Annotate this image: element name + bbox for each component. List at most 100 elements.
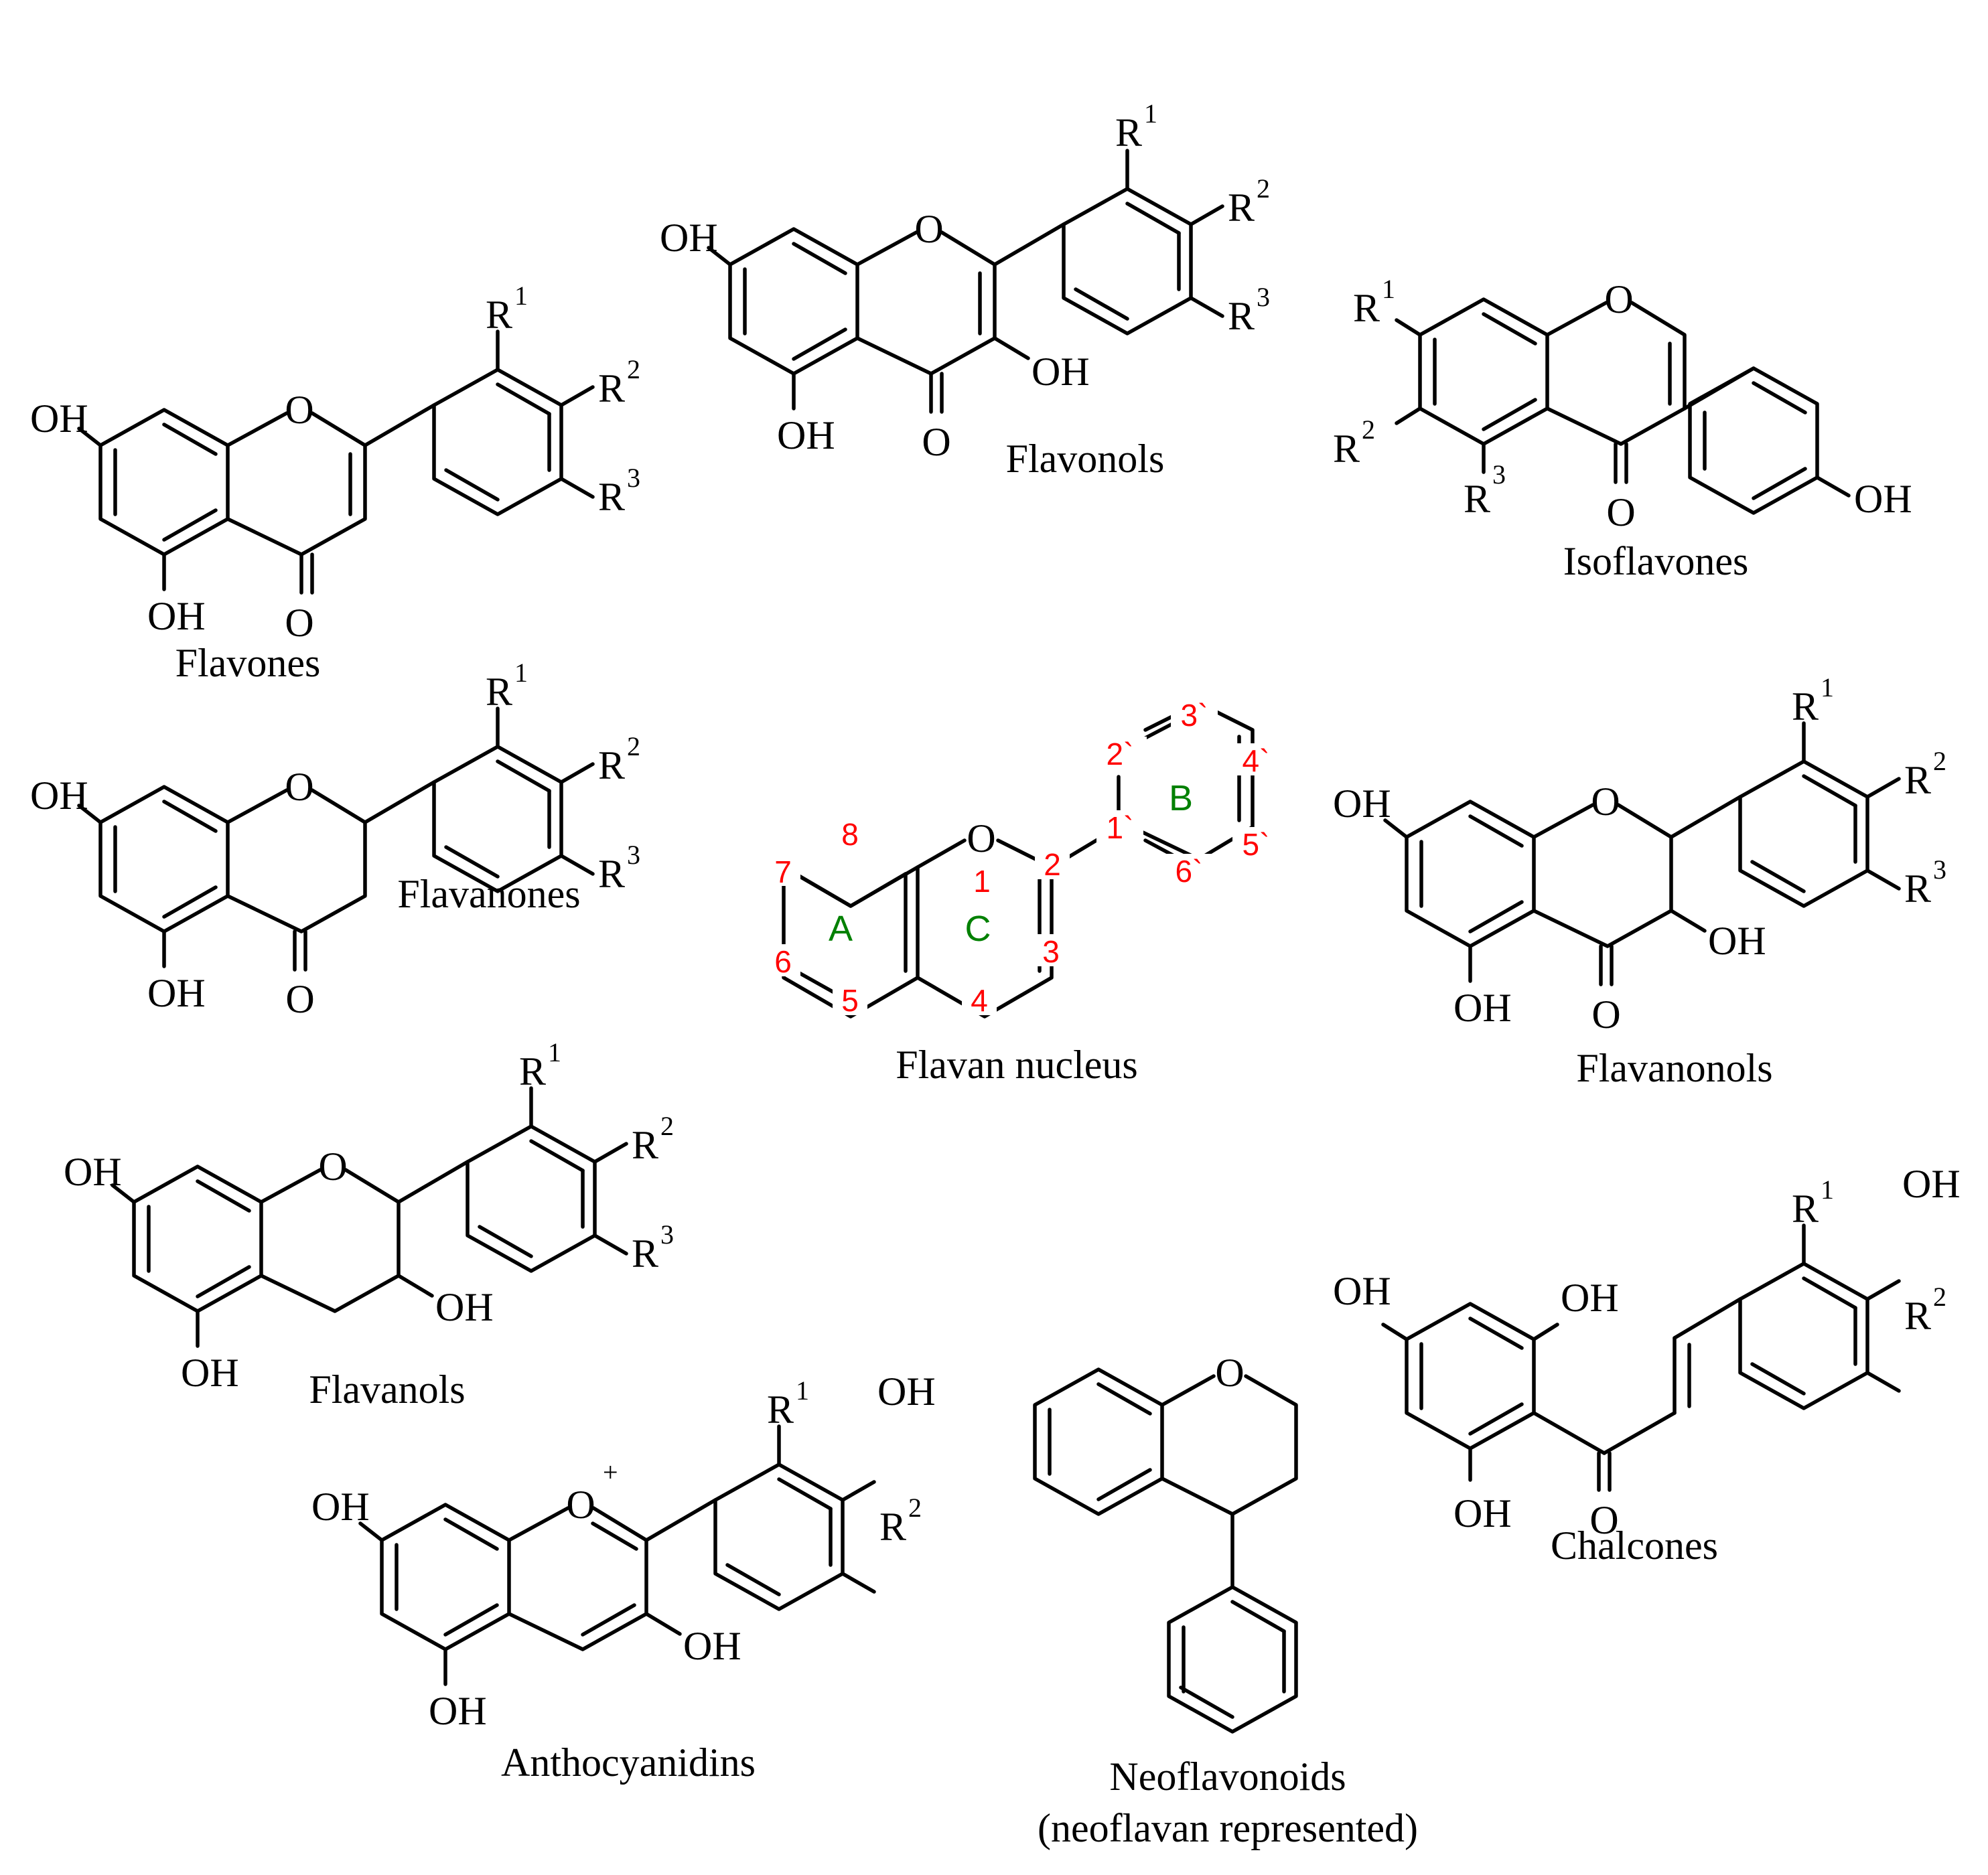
- anthocyanidins-oh-5: OH: [429, 1689, 487, 1733]
- position-5: 5: [841, 983, 859, 1018]
- chalcones-carbonyl-oxygen: O: [1589, 1498, 1618, 1542]
- flavanonols-oh-3: OH: [1708, 919, 1766, 963]
- flavanonols-oh-7: OH: [1333, 781, 1391, 826]
- chalcones-r2-index: 2: [1933, 1282, 1946, 1312]
- anthocyanidins-oh-3: OH: [683, 1624, 741, 1668]
- position-4-prime: 4`: [1242, 743, 1270, 778]
- flavonols-oh-7: OH: [660, 216, 718, 260]
- position-8: 8: [841, 817, 859, 852]
- isoflavones-r3: R: [1464, 477, 1490, 521]
- flavanols-r2-index: 2: [660, 1111, 674, 1141]
- position-6-prime: 6`: [1176, 854, 1203, 889]
- chalcones-r2: R: [1904, 1294, 1931, 1338]
- chalcones-oh-2: OH: [1561, 1276, 1619, 1320]
- neoflavonoids-ring-oxygen: O: [1215, 1351, 1244, 1395]
- chalcones-oh-4: OH: [1333, 1269, 1391, 1313]
- flavan-nucleus-oxygen: O: [967, 816, 995, 860]
- flavonols-r1-index: 1: [1144, 98, 1157, 129]
- flavanols-oh-3: OH: [435, 1285, 494, 1329]
- flavanols-caption: Flavanols: [309, 1367, 465, 1412]
- flavones-r3: R: [598, 475, 625, 519]
- flavanones-bonds: [77, 706, 595, 972]
- flavanones-ring-oxygen: O: [285, 765, 313, 809]
- isoflavones-bonds: [1395, 297, 1851, 515]
- flavanonols-r3: R: [1904, 867, 1931, 911]
- flavanonols-bonds: [1383, 721, 1901, 986]
- flavan-nucleus-caption: Flavan nucleus: [896, 1043, 1138, 1087]
- flavanols-r1-index: 1: [548, 1037, 561, 1067]
- position-5-prime: 5`: [1242, 827, 1270, 862]
- isoflavones-ring-oxygen: O: [1604, 277, 1633, 321]
- flavanonols-r1-index: 1: [1821, 672, 1834, 702]
- chalcones-bonds: [1381, 1223, 1901, 1492]
- position-2-prime: 2`: [1107, 737, 1134, 771]
- flavonols-r3: R: [1228, 294, 1255, 338]
- isoflavones-r3-index: 3: [1492, 459, 1506, 490]
- position-6: 6: [774, 944, 792, 979]
- flavanonols-r1: R: [1792, 684, 1819, 729]
- isoflavones-r2-index: 2: [1362, 415, 1375, 445]
- flavonols-r2-index: 2: [1257, 173, 1270, 204]
- flavanols-r1: R: [519, 1049, 546, 1094]
- isoflavones-structure: O O OH R 1 R 2 R 3 Isoflavones: [1333, 274, 1912, 583]
- anthocyanidins-oh-4-prime: OH: [877, 1369, 936, 1414]
- neoflavonoids-subcaption: (neoflavan represented): [1038, 1806, 1418, 1850]
- ring-b-label: B: [1169, 778, 1193, 818]
- flavones-r1-index: 1: [514, 281, 528, 311]
- isoflavones-r2: R: [1333, 427, 1360, 471]
- flavones-r2: R: [598, 366, 625, 410]
- position-4: 4: [971, 983, 988, 1018]
- flavanols-oh-5: OH: [181, 1351, 239, 1395]
- chalcones-caption: Chalcones: [1551, 1523, 1718, 1568]
- flavanols-r3-index: 3: [660, 1219, 674, 1250]
- flavones-oh-7: OH: [30, 396, 88, 441]
- isoflavones-r1-index: 1: [1382, 274, 1395, 304]
- flavones-caption: Flavones: [175, 641, 321, 685]
- chalcones-oh-6: OH: [1453, 1491, 1512, 1535]
- position-1-prime: 1`: [1107, 810, 1134, 845]
- anthocyanidins-r2-index: 2: [908, 1493, 922, 1523]
- flavanonols-r3-index: 3: [1933, 854, 1946, 885]
- flavones-r3-index: 3: [627, 463, 640, 493]
- flavanols-r2: R: [632, 1123, 658, 1167]
- flavanols-r3: R: [632, 1231, 658, 1276]
- isoflavones-oh: OH: [1854, 477, 1912, 521]
- flavonols-r1: R: [1115, 110, 1142, 155]
- position-2: 2: [1044, 847, 1061, 882]
- ring-c-label: C: [965, 909, 991, 949]
- chalcones-oh-4-prime: OH: [1902, 1162, 1961, 1206]
- flavanols-ring-oxygen: O: [318, 1144, 347, 1189]
- flavonols-bonds: [707, 149, 1224, 414]
- ring-a-label: A: [829, 909, 853, 949]
- flavanonols-structure: O O OH OH OH R 1 R 2 R 3 Flavanonols: [1333, 672, 1946, 1090]
- flavanonols-oh-5: OH: [1453, 986, 1512, 1030]
- flavanonols-ring-oxygen: O: [1591, 779, 1620, 824]
- position-3-prime: 3`: [1181, 698, 1208, 733]
- anthocyanidins-oh-7: OH: [311, 1485, 370, 1529]
- neoflavonoids-structure: O Neoflavonoids (neoflavan represented): [1033, 1351, 1418, 1850]
- anthocyanidins-bonds: [358, 1424, 876, 1686]
- flavanones-oh-7: OH: [30, 773, 88, 818]
- flavanones-r3-index: 3: [627, 840, 640, 870]
- flavanols-structure: O OH OH OH R 1 R 2 R 3 Flavanols: [64, 1037, 674, 1412]
- chalcones-r1: R: [1792, 1187, 1819, 1231]
- flavanonols-r2: R: [1904, 758, 1931, 802]
- isoflavones-r1: R: [1353, 286, 1380, 330]
- flavanols-oh-7: OH: [64, 1150, 122, 1194]
- flavonols-ring-oxygen: O: [914, 207, 943, 251]
- flavanonols-caption: Flavanonols: [1576, 1046, 1772, 1090]
- isoflavones-carbonyl-oxygen: O: [1606, 490, 1635, 534]
- flavan-nucleus-structure: O 8 7 6 5 4 3 2 1 2` 3` 4` 5` 6` 1` A C …: [766, 698, 1279, 1087]
- anthocyanidins-caption: Anthocyanidins: [501, 1740, 756, 1785]
- flavanones-structure: O O OH OH R 1 R 2 R 3 Flavanones: [30, 658, 640, 1021]
- flavonols-oh-5: OH: [777, 413, 835, 457]
- flavanones-carbonyl-oxygen: O: [285, 977, 314, 1021]
- flavonols-r3-index: 3: [1257, 282, 1270, 312]
- flavones-oh-5: OH: [147, 594, 206, 638]
- flavonols-oh-3: OH: [1032, 350, 1090, 394]
- anthocyanidins-r1-index: 1: [796, 1375, 809, 1406]
- isoflavones-caption: Isoflavones: [1563, 539, 1749, 583]
- anthocyanidins-oxonium-oxygen: O: [566, 1483, 595, 1527]
